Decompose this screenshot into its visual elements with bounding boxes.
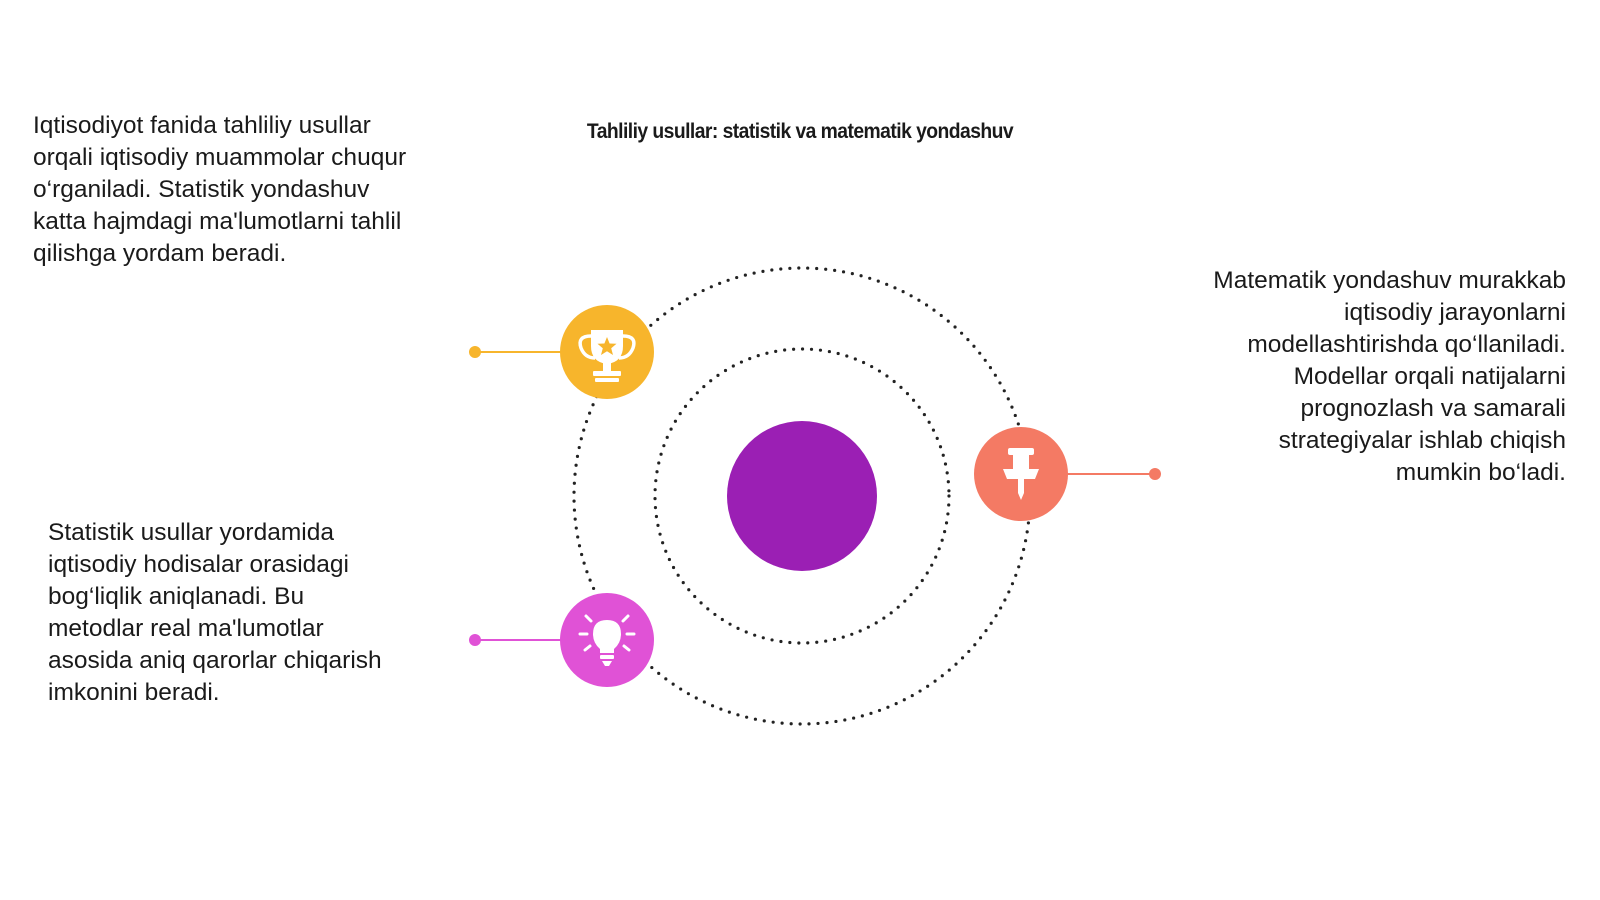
text-block-top-left: Iqtisodiyot fanida tahliliy usullar orqa… <box>33 112 407 267</box>
connector-dot <box>469 634 481 646</box>
node-trophy <box>560 305 654 399</box>
center-circle <box>727 421 877 571</box>
inner-orbit <box>653 347 951 645</box>
connector-dot <box>1149 468 1161 480</box>
connector-dot <box>469 346 481 358</box>
connector-pushpin <box>1060 468 1161 480</box>
text-block-right: Matematik yondashuv murakkab iqtisodiy j… <box>1213 267 1566 486</box>
node-pushpin <box>974 427 1068 521</box>
pushpin-icon <box>1003 448 1039 500</box>
trophy-icon <box>578 330 636 382</box>
node-lightbulb <box>560 593 654 687</box>
lightbulb-icon <box>578 614 636 666</box>
text-block-bottom-left: Statistik usullar yordamida iqtisodiy ho… <box>48 519 382 706</box>
connector-lightbulb <box>469 634 568 646</box>
diagram-title: Tahliliy usullar: statistik va matematik… <box>586 120 1014 143</box>
connector-trophy <box>469 346 568 358</box>
